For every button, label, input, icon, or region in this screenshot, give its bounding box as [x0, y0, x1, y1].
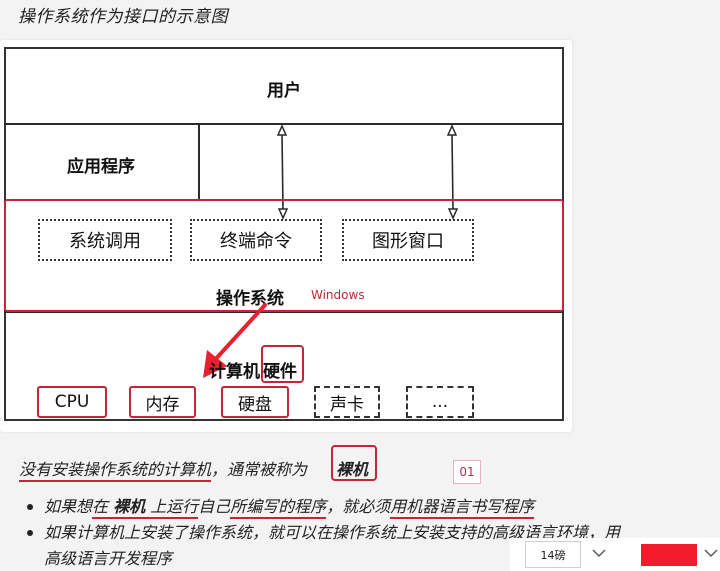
annotation-arrow-icon — [203, 303, 267, 378]
font-size-select[interactable]: 14磅 — [525, 541, 581, 568]
hardware-item-more: ... — [406, 386, 474, 418]
hardware-label-prefix: 计算机 — [209, 362, 260, 382]
interface-terminal-command: 终端命令 — [190, 219, 322, 261]
hardware-highlight-box — [261, 345, 304, 383]
user-layer-label: 用户 — [267, 81, 301, 101]
bullet-text: 在 — [92, 497, 114, 516]
os-highlight-box — [4, 199, 564, 312]
bullet-item-1: 如果想在 裸机 上运行自己所编写的程序，就必须用机器语言书写程序 — [44, 493, 535, 519]
bullet-underline: 所编写的程序 — [230, 497, 327, 519]
definition-term: 裸机 — [336, 460, 369, 479]
hardware-item-cpu: CPU — [37, 386, 107, 418]
bullet-underline: 在 裸机 上运行 — [92, 497, 199, 519]
application-layer-label: 应用程序 — [67, 157, 135, 177]
double-arrow-icon — [446, 124, 459, 220]
interface-label: 图形窗口 — [372, 231, 444, 252]
bullet-dot — [27, 504, 33, 510]
bullet-text: 自己 — [198, 497, 231, 516]
bullet-text: 如果想 — [44, 497, 93, 516]
hardware-item-label: 声卡 — [330, 394, 364, 415]
definition-text: 没有安装操作系统的计算机，通常被称为 — [19, 456, 308, 482]
hardware-item-label: CPU — [54, 392, 90, 412]
interface-label: 终端命令 — [220, 231, 292, 252]
chevron-down-icon[interactable] — [704, 548, 718, 558]
os-row-divider — [4, 311, 564, 313]
page-title: 操作系统作为接口的示意图 — [18, 7, 228, 27]
bullet-text: 上运行 — [145, 497, 199, 516]
page-badge: 01 — [453, 460, 481, 484]
interface-gui-window: 图形窗口 — [342, 219, 474, 261]
diagram-card — [0, 40, 572, 432]
hardware-item-memory: 内存 — [129, 386, 196, 418]
hardware-item-label: 内存 — [145, 394, 180, 415]
app-column-divider — [198, 123, 200, 200]
color-swatch[interactable] — [641, 544, 697, 566]
hardware-item-label: 硬盘 — [238, 394, 272, 415]
hardware-label-boxed: 硬件 — [263, 362, 297, 382]
definition-rest: ，通常被称为 — [211, 460, 308, 479]
double-arrow-icon — [276, 124, 289, 220]
os-layer-label: 操作系统 — [216, 289, 284, 309]
definition-underlined: 没有安装操作系统的计算机 — [19, 460, 212, 482]
bullet-item-2-line-1: 如果计算机上安装了操作系统，就可以在操作系统上安装支持的高级语言环境，用 — [44, 523, 621, 542]
hardware-layer-label: 计算机 — [209, 357, 260, 382]
bullet-item-2-line-2: 高级语言开发程序 — [44, 549, 173, 568]
hardware-item-disk: 硬盘 — [221, 386, 289, 418]
user-row-divider — [4, 123, 564, 125]
hardware-item-label: ... — [431, 392, 449, 412]
bullet-underline: 用机器语言书写程序 — [390, 497, 535, 519]
bullet-dot — [27, 530, 33, 536]
interface-system-call: 系统调用 — [38, 219, 172, 261]
bullet-term: 裸机 — [113, 497, 146, 516]
os-annotation: Windows — [311, 288, 365, 302]
chevron-down-icon[interactable] — [592, 548, 606, 558]
hardware-item-sound-card: 声卡 — [314, 386, 380, 418]
interface-label: 系统调用 — [69, 231, 141, 252]
term-highlight-box — [331, 445, 377, 481]
bullet-text: ，就必须 — [326, 497, 391, 516]
